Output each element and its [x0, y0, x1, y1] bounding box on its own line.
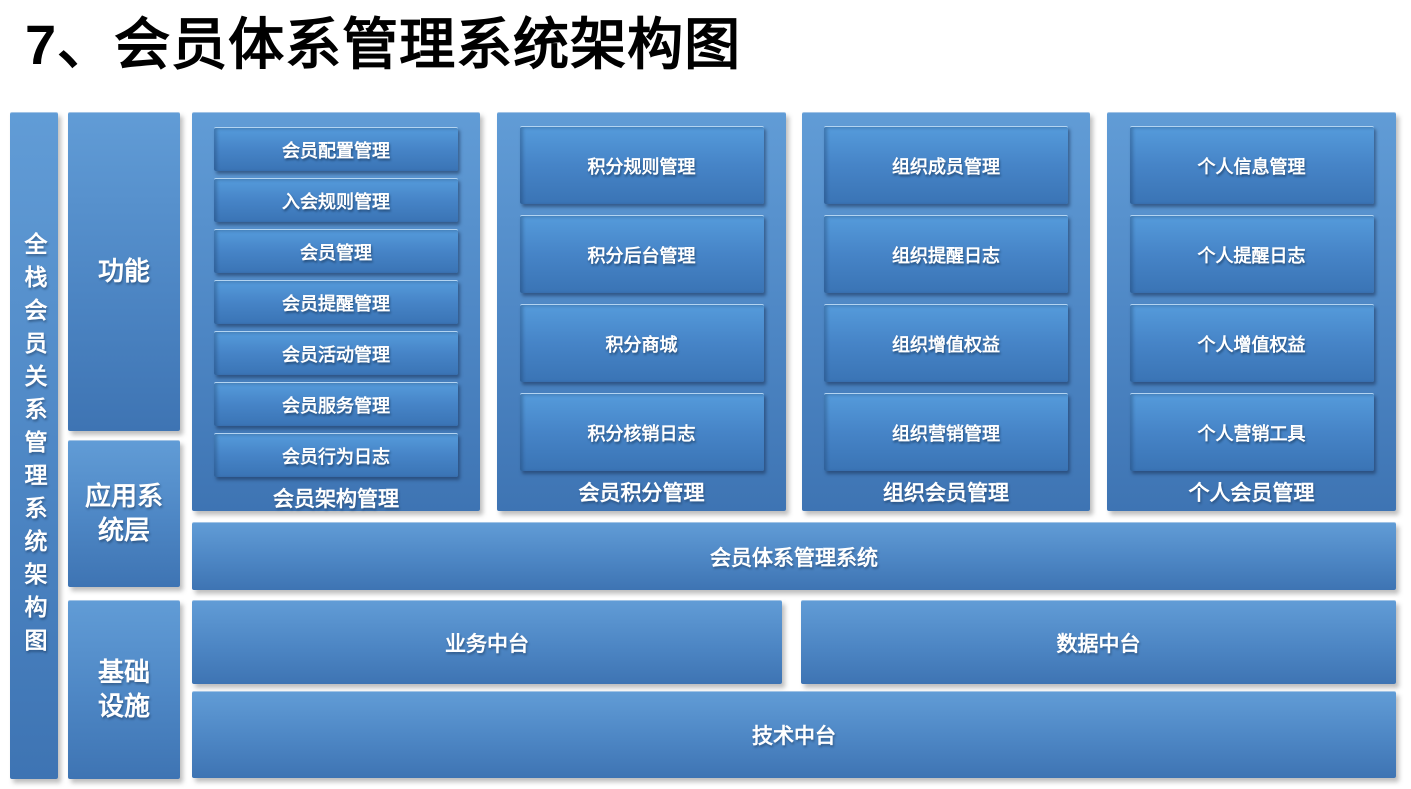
function-box: 会员服务管理	[214, 382, 458, 426]
function-box: 组织增值权益	[824, 304, 1068, 382]
function-box: 组织成员管理	[824, 126, 1068, 204]
member-system-bar: 会员体系管理系统	[192, 522, 1396, 590]
function-box: 个人提醒日志	[1129, 215, 1374, 293]
function-box: 会员行为日志	[214, 433, 458, 477]
group-label: 会员架构管理	[273, 488, 399, 511]
group-items: 会员配置管理 入会规则管理 会员管理 会员提醒管理 会员活动管理 会员服务管理 …	[192, 113, 480, 477]
group-items: 组织成员管理 组织提醒日志 组织增值权益 组织营销管理	[802, 113, 1090, 471]
group-member-points: 积分规则管理 积分后台管理 积分商城 积分核销日志 会员积分管理	[497, 112, 786, 511]
function-box: 个人信息管理	[1129, 126, 1374, 204]
function-box: 积分后台管理	[519, 215, 764, 293]
page-title: 7、会员体系管理系统架构图	[25, 13, 742, 76]
side-label-bar: 全栈会员关系管理系统架构图	[10, 112, 58, 779]
group-label: 组织会员管理	[883, 482, 1009, 505]
function-box: 组织提醒日志	[824, 215, 1068, 293]
business-platform-bar: 业务中台	[192, 600, 782, 684]
function-box: 积分商城	[519, 304, 764, 382]
group-items: 积分规则管理 积分后台管理 积分商城 积分核销日志	[497, 113, 786, 471]
function-box: 入会规则管理	[214, 178, 458, 222]
side-label-text: 全栈会员关系管理系统架构图	[21, 231, 47, 661]
function-box: 积分核销日志	[519, 393, 764, 471]
group-organization-member: 组织成员管理 组织提醒日志 组织增值权益 组织营销管理 组织会员管理	[802, 112, 1090, 511]
layer-label-function: 功能	[68, 112, 180, 431]
function-box: 积分规则管理	[519, 126, 764, 204]
technology-platform-bar: 技术中台	[192, 691, 1396, 778]
layer-label-application-system: 应用系 统层	[68, 440, 180, 587]
function-box: 会员提醒管理	[214, 280, 458, 324]
function-box: 组织营销管理	[824, 393, 1068, 471]
function-box: 个人增值权益	[1129, 304, 1374, 382]
group-label: 个人会员管理	[1188, 482, 1315, 505]
group-member-architecture: 会员配置管理 入会规则管理 会员管理 会员提醒管理 会员活动管理 会员服务管理 …	[192, 112, 480, 511]
function-box: 会员活动管理	[214, 331, 458, 375]
function-box: 个人营销工具	[1129, 393, 1374, 471]
data-platform-bar: 数据中台	[801, 600, 1396, 684]
group-items: 个人信息管理 个人提醒日志 个人增值权益 个人营销工具	[1107, 113, 1396, 471]
group-personal-member: 个人信息管理 个人提醒日志 个人增值权益 个人营销工具 个人会员管理	[1107, 112, 1396, 511]
group-label: 会员积分管理	[578, 482, 705, 505]
function-box: 会员管理	[214, 229, 458, 273]
function-box: 会员配置管理	[214, 127, 458, 171]
layer-label-infrastructure: 基础 设施	[68, 600, 180, 779]
